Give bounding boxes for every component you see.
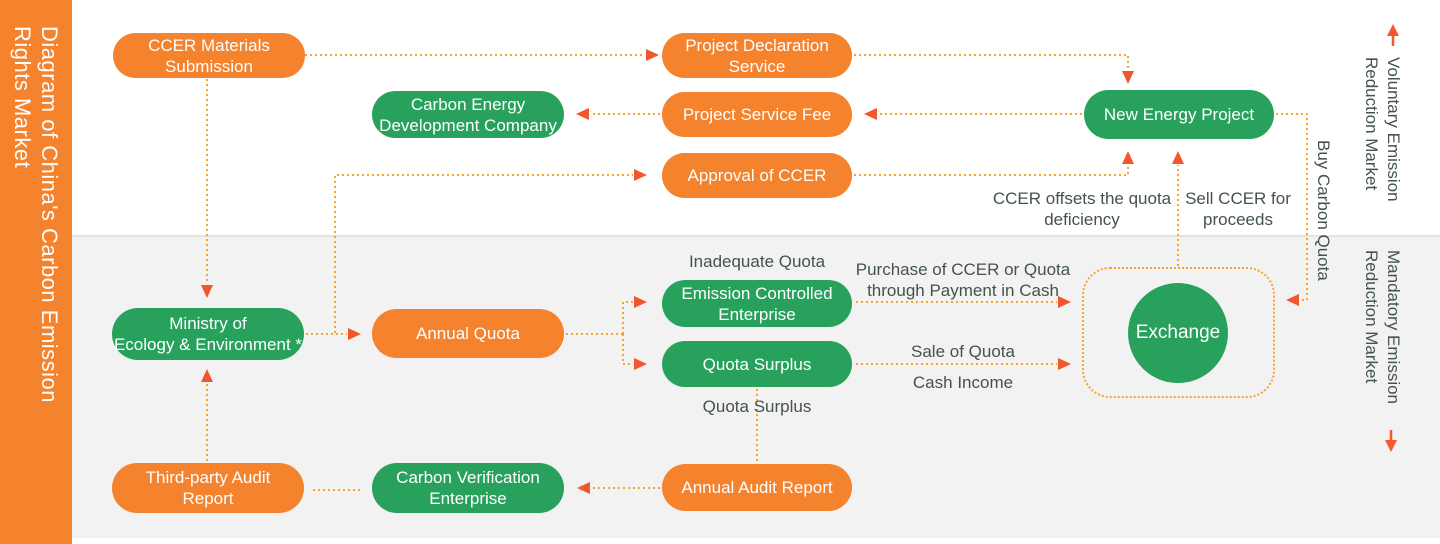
label-buy-carbon-quota: Buy Carbon Quota <box>1314 140 1333 281</box>
node-ccer-materials-submission: CCER Materials Submission <box>113 33 305 78</box>
node-approval-of-ccer: Approval of CCER <box>662 153 852 198</box>
node-ministry-ecology-environment: Ministry of Ecology & Environment * <box>112 308 304 360</box>
node-new-energy-project: New Energy Project <box>1084 90 1274 139</box>
node-exchange: Exchange <box>1128 283 1228 383</box>
diagram-title-bar: Diagram of China's Carbon Emission Right… <box>0 0 72 544</box>
label-sale-of-quota: Sale of Quota <box>911 342 1015 361</box>
exchange-dotted-frame <box>1082 267 1275 398</box>
label-mandatory-market: Mandatory Emission Reduction Market <box>1362 250 1403 405</box>
node-carbon-verification-enterprise: Carbon Verification Enterprise <box>372 463 564 513</box>
node-project-service-fee: Project Service Fee <box>662 92 852 137</box>
node-project-declaration-service: Project Declaration Service <box>662 33 852 78</box>
diagram-title: Diagram of China's Carbon Emission Right… <box>10 26 62 404</box>
label-purchase-of-ccer: Purchase of CCER or Quota through Paymen… <box>855 260 1071 300</box>
mandatory-down-arrow <box>1385 440 1397 452</box>
line-ministry-to-approval <box>334 174 633 333</box>
voluntary-up-arrow <box>1387 24 1399 36</box>
label-sell-ccer: Sell CCER for proceeds <box>1185 189 1291 229</box>
label-inadequate-quota: Inadequate Quota <box>688 252 826 271</box>
node-third-party-audit-report: Third-party Audit Report <box>112 463 304 513</box>
node-emission-controlled-enterprise: Emission Controlled Enterprise <box>662 280 852 327</box>
arrowheads <box>201 49 1299 494</box>
node-annual-quota: Annual Quota <box>372 309 564 358</box>
label-cash-income: Cash Income <box>912 373 1014 392</box>
label-voluntary-market: Voluntary Emission Reduction Market <box>1362 57 1403 202</box>
node-annual-audit-report: Annual Audit Report <box>662 464 852 511</box>
label-quota-surplus-flow: Quota Surplus <box>702 397 812 416</box>
node-carbon-energy-development-company: Carbon Energy Development Company <box>372 91 564 138</box>
node-quota-surplus: Quota Surplus <box>662 341 852 387</box>
line-annual-quota-split <box>566 301 633 365</box>
label-ccer-offsets: CCER offsets the quota deficiency <box>992 189 1172 229</box>
line-declaration-to-new-energy <box>854 54 1129 70</box>
line-buy-carbon-quota <box>1276 113 1308 301</box>
line-approval-to-new-energy <box>854 165 1129 176</box>
